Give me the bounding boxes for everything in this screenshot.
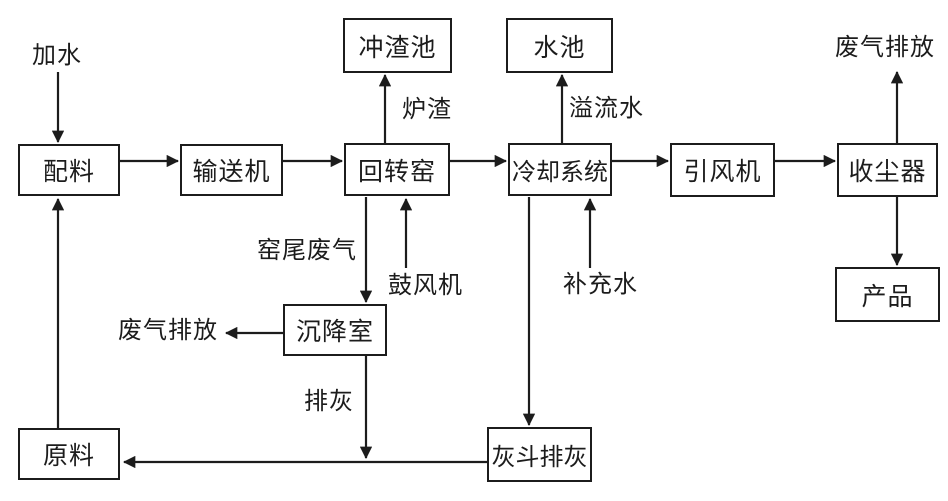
node-dust-collector: 收尘器 bbox=[837, 143, 938, 197]
node-induced-draft-fan: 引风机 bbox=[670, 143, 775, 197]
label-makeup-water: 补充水 bbox=[563, 270, 638, 298]
label-add-water: 加水 bbox=[32, 41, 82, 69]
node-settling-chamber: 沉降室 bbox=[283, 304, 387, 356]
label-blower: 鼓风机 bbox=[388, 271, 463, 299]
label-exhaust-emission-top: 废气排放 bbox=[835, 33, 935, 61]
node-slag-pool: 冲渣池 bbox=[343, 18, 452, 73]
label-kiln-tail-gas: 窑尾废气 bbox=[257, 236, 357, 264]
node-raw-material: 原料 bbox=[18, 428, 120, 480]
node-rotary-kiln: 回转窑 bbox=[344, 143, 450, 196]
node-product: 产品 bbox=[835, 267, 940, 322]
label-overflow-water: 溢流水 bbox=[569, 94, 644, 122]
node-batching: 配料 bbox=[18, 144, 120, 196]
label-exhaust-emission-left: 废气排放 bbox=[118, 316, 218, 344]
node-conveyor: 输送机 bbox=[180, 144, 283, 196]
label-furnace-slag: 炉渣 bbox=[402, 95, 452, 123]
node-water-pool: 水池 bbox=[506, 18, 613, 73]
node-ash-hopper: 灰斗排灰 bbox=[487, 427, 592, 482]
node-cooling-system: 冷却系统 bbox=[508, 143, 612, 196]
label-ash-discharge: 排灰 bbox=[304, 387, 354, 415]
